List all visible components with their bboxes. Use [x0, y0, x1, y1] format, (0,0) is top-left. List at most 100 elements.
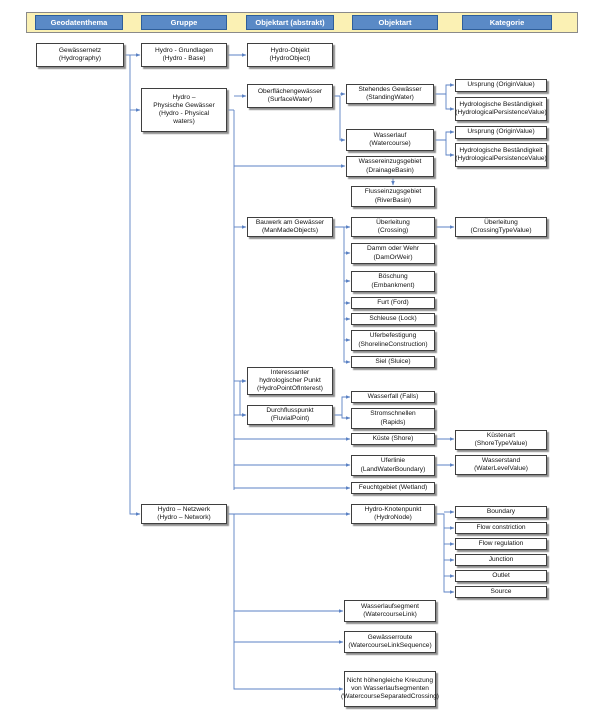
node-ursprung-2: Ursprung (OriginValue) [455, 126, 547, 139]
connector-line [434, 83, 455, 95]
node-source: Source [455, 586, 547, 598]
node-label-line: (WatercourseLink) [363, 611, 417, 618]
node-label-line: Ursprung (OriginValue) [467, 128, 535, 136]
node-label-line: Nicht höhengleiche Kreuzung [346, 676, 434, 684]
header-geodatenthema: Geodatenthema [35, 15, 123, 30]
node-label-line: Wasserlauf [373, 131, 407, 139]
node-boundary: Boundary [455, 506, 547, 518]
node-label-line: (SurfaceWater) [267, 96, 313, 103]
node-label-line: Interessanter [270, 368, 310, 376]
node-wasserlaufsegment: Wasserlaufsegment(WatercourseLink) [344, 600, 436, 622]
node-kueste: Küste (Shore) [351, 433, 435, 445]
connector-line [233, 642, 344, 691]
node-label-line: (Crossing) [377, 227, 409, 234]
connector-line [239, 381, 247, 417]
node-label-line: waters) [173, 118, 195, 126]
node-label-line: Hydrologische Beständigkeit [459, 100, 543, 108]
node-label-line: (Hydro - Physical [158, 110, 210, 117]
node-hydrologische-2: Hydrologische Beständigkeit(Hydrological… [455, 143, 547, 167]
node-label-line: Gewässerroute [367, 633, 413, 641]
node-label-line: (Hydrography) [58, 55, 102, 62]
node-label-line: Source [490, 587, 512, 595]
node-label-line: Hydro – [172, 93, 196, 101]
node-hydro-knotenpunkt: Hydro-Knotenpunkt(HydroNode) [351, 504, 435, 524]
node-label-line: (StandingWater) [366, 94, 414, 101]
node-label-line: Siel (Sluice) [375, 357, 411, 365]
node-label-line: (ShorelineConstruction) [358, 340, 428, 348]
node-label-line: (ShoreTypeValue) [474, 440, 528, 447]
node-stromschnellen: Stromschnellen(Rapids) [351, 408, 435, 429]
node-label-line: (HydrologicalPersistenceValue) [455, 109, 547, 116]
node-label-line: Uferlinie [380, 457, 406, 465]
node-label-line: Boundary [486, 507, 516, 515]
node-hydro-physische: Hydro –Physische Gewässer(Hydro - Physic… [141, 88, 227, 132]
connector-line [129, 55, 141, 516]
node-furt: Furt (Ford) [351, 297, 435, 309]
connector-line [434, 130, 455, 141]
node-label-line: Durchflusspunkt [266, 406, 314, 414]
node-label-line: Schleuse (Lock) [369, 314, 417, 322]
header-objektart: Objektart [352, 15, 438, 30]
node-label-line: Damm oder Wehr [367, 245, 419, 253]
node-label-line: Gewässernetz [58, 46, 102, 54]
node-kuestenart: Küstenart(ShoreTypeValue) [455, 430, 547, 450]
node-gewaessernetz: Gewässernetz(Hydrography) [36, 43, 124, 67]
node-hydro-objekt: Hydro-Objekt(HydroObject) [247, 43, 333, 67]
node-label-line: (HydroNode) [374, 514, 412, 521]
node-label-line: (Hydro – Network) [157, 514, 211, 521]
node-label-line: Uferbefestigung [369, 332, 417, 340]
connector-line [333, 95, 346, 142]
header-objektart-abstrakt: Objektart (abstrakt) [246, 15, 334, 30]
node-hydrologische-1: Hydrologische Beständigkeit(Hydrological… [455, 97, 547, 121]
node-gewaesserroute: Gewässerroute(WatercourseLinkSequence) [344, 631, 436, 653]
node-uferlinie: Uferlinie(LandWaterBoundary) [351, 455, 435, 476]
node-label-line: Überleitung [376, 218, 410, 226]
node-label-line: (Watercourse) [369, 140, 411, 147]
node-damm: Damm oder Wehr(DamOrWeir) [351, 243, 435, 264]
node-wassereinzugsgebiet: Wassereinzugsgebiet(DrainageBasin) [346, 156, 434, 177]
node-label-line: (HydroObject) [269, 55, 311, 62]
node-label-line: Flow regulation [478, 539, 524, 547]
node-label-line: (LandWaterBoundary) [360, 465, 426, 473]
node-flow-regulation: Flow regulation [455, 538, 547, 550]
node-hydro-grundlagen: Hydro - Grundlagen(Hydro - Base) [141, 43, 227, 67]
node-label-line: Hydro-Knotenpunkt [364, 505, 422, 513]
node-siel: Siel (Sluice) [351, 356, 435, 368]
node-label-line: Flow constriction [476, 523, 526, 531]
node-bauwerk: Bauwerk am Gewässer(ManMadeObjects) [247, 217, 333, 237]
node-wasserstand: Wasserstand(WaterLevelValue) [455, 455, 547, 475]
node-ueberleitung: Überleitung(Crossing) [351, 217, 435, 237]
connector-line [445, 94, 455, 111]
connector-line [333, 226, 351, 364]
node-label-line: (ManMadeObjects) [261, 227, 319, 234]
node-label-line: (DrainageBasin) [366, 166, 414, 174]
node-label-line: (CrossingTypeValue) [470, 227, 532, 234]
node-label-line: Stromschnellen [370, 410, 416, 418]
node-label-line: (WatercourseSeparatedCrossing) [341, 693, 439, 701]
node-label-line: (FluvialPoint) [270, 415, 310, 422]
node-label-line: Ursprung (OriginValue) [467, 81, 535, 89]
node-label-line: Böschung [378, 273, 408, 281]
connector-line [333, 395, 351, 416]
node-label-line: (DamOrWeir) [373, 253, 413, 261]
node-stehendes-gewaesser: Stehendes Gewässer(StandingWater) [346, 84, 434, 104]
node-label-line: Überleitung [484, 218, 518, 226]
node-label-line: Wassereinzugsgebiet [358, 158, 422, 166]
node-label-line: (HydrologicalPersistenceValue) [455, 155, 547, 162]
node-label-line: Wasserlaufsegment [360, 602, 420, 610]
node-label-line: Wasserfall (Falls) [367, 392, 419, 400]
node-label-line: hydrologischer Punkt [259, 376, 321, 384]
node-label-line: Junction [488, 555, 514, 563]
connector-line [341, 415, 351, 420]
node-ursprung-1: Ursprung (OriginValue) [455, 79, 547, 92]
header-kategorie: Kategorie [462, 15, 552, 30]
connector-line [233, 514, 344, 613]
node-durchflusspunkt: Durchflusspunkt(FluvialPoint) [247, 405, 333, 425]
node-label-line: (WatercourseLinkSequence) [348, 642, 432, 649]
node-flusseinzugsgebiet: Flusseinzugsgebiet(RiverBasin) [351, 186, 435, 207]
node-label-line: (Rapids) [380, 418, 406, 426]
node-label-line: (WaterLevelValue) [474, 465, 528, 472]
node-label-line: (RiverBasin) [374, 196, 412, 204]
